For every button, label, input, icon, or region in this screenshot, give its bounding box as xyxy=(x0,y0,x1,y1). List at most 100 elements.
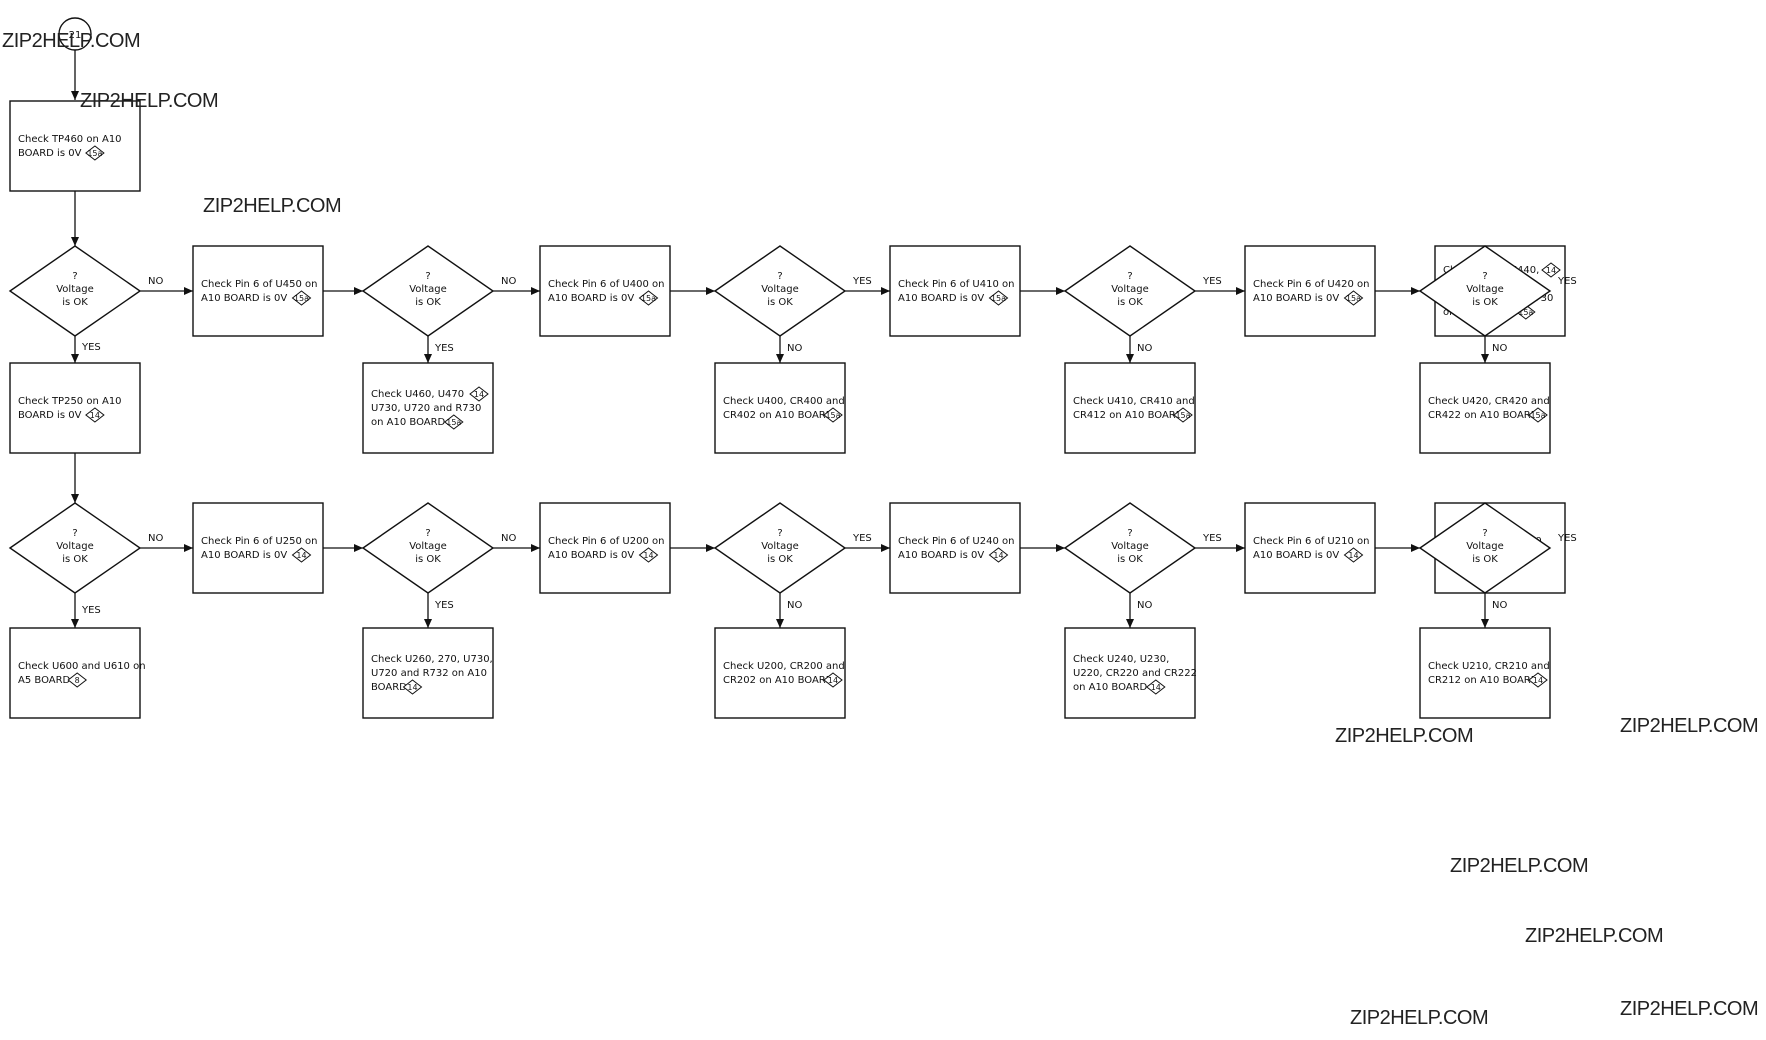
box-text-line: CR212 on A10 BOARD xyxy=(1428,675,1539,686)
watermark-text: ZIP2HELP.COM xyxy=(80,90,219,112)
svg-text:15a: 15a xyxy=(87,149,102,158)
reference-badge: 15a xyxy=(638,290,659,306)
decision-text: ? xyxy=(1482,528,1487,539)
decision-text: is OK xyxy=(415,554,441,565)
box-text-line: A10 BOARD is 0V xyxy=(898,550,984,561)
decision-text: is OK xyxy=(767,297,793,308)
svg-text:8: 8 xyxy=(75,676,80,685)
watermark-text: ZIP2HELP.COM xyxy=(1525,925,1664,947)
box-text-line: Check Pin 6 of U410 on xyxy=(898,279,1014,290)
decision-text: is OK xyxy=(1117,554,1143,565)
edge-label: YES xyxy=(1557,533,1577,544)
decision-text: ? xyxy=(72,271,77,282)
box-text-line: Check U200, CR200 and xyxy=(723,661,845,672)
box-text-line: Check Pin 6 of U210 on xyxy=(1253,536,1369,547)
watermark-text: ZIP2HELP.COM xyxy=(1450,855,1589,877)
decision-text: Voltage xyxy=(409,541,447,552)
svg-text:15a: 15a xyxy=(1175,411,1190,420)
svg-text:14: 14 xyxy=(1546,266,1556,275)
box-text-line: Check U600 and U610 on xyxy=(18,661,146,672)
edge-label: YES xyxy=(434,343,454,354)
flowchart-box: Check Pin 6 of U450 on A10 BOARD is 0V 15a xyxy=(192,245,324,337)
box-text-line: A10 BOARD is 0V xyxy=(201,550,287,561)
box-text-line: Check U210, CR210 and xyxy=(1428,661,1550,672)
edge-label: YES xyxy=(434,600,454,611)
box-text-line: Check TP460 on A10 xyxy=(18,134,122,145)
box-text-line: Check U460, U470 xyxy=(371,389,464,400)
edge-label: YES xyxy=(81,342,101,353)
svg-text:14: 14 xyxy=(643,551,653,560)
reference-badge: 15a xyxy=(1343,290,1364,306)
decision-text: is OK xyxy=(1472,297,1498,308)
reference-badge: 14 xyxy=(469,386,489,402)
svg-text:15a: 15a xyxy=(1530,411,1545,420)
edge-label: NO xyxy=(148,276,163,287)
decision-text: is OK xyxy=(1472,554,1498,565)
reference-badge: 15a xyxy=(291,290,312,306)
reference-badge: 8 xyxy=(67,672,88,688)
reference-badge: 15a xyxy=(988,290,1009,306)
svg-text:14: 14 xyxy=(1151,683,1161,692)
svg-text:14: 14 xyxy=(1348,551,1358,560)
watermark-text: ZIP2HELP.COM xyxy=(203,195,342,217)
box-text-line: Check U420, CR420 and xyxy=(1428,396,1550,407)
box-text-line: A10 BOARD is 0V xyxy=(548,550,634,561)
box-text-line: Check U260, 270, U730, xyxy=(371,654,493,665)
decision-text: Voltage xyxy=(1466,284,1504,295)
svg-text:15a: 15a xyxy=(446,418,461,427)
box-text-line: U720 and R732 on A10 xyxy=(371,668,487,679)
box-text-line: CR412 on A10 BOARD xyxy=(1073,410,1184,421)
edge-label: NO xyxy=(787,343,802,354)
edge-label: NO xyxy=(787,600,802,611)
svg-text:14: 14 xyxy=(828,676,838,685)
watermark-text: ZIP2HELP.COM xyxy=(2,30,141,52)
box-text-line: Check Pin 6 of U400 on xyxy=(548,279,664,290)
decision-text: Voltage xyxy=(761,541,799,552)
decision-text: Voltage xyxy=(409,284,447,295)
svg-text:14: 14 xyxy=(90,411,100,420)
decision-text: ? xyxy=(1127,271,1132,282)
box-text-line: U220, CR220 and CR222 xyxy=(1073,668,1197,679)
svg-text:15a: 15a xyxy=(641,294,656,303)
box-text-line: A5 BOARD xyxy=(18,675,71,686)
box-text-line: CR202 on A10 BOARD xyxy=(723,675,834,686)
box-text-line: Check U240, U230, xyxy=(1073,654,1169,665)
box-text-line: A10 BOARD is 0V xyxy=(1253,293,1339,304)
box-text-line: A10 BOARD is 0V xyxy=(201,293,287,304)
box-text-line: CR422 on A10 BOARD xyxy=(1428,410,1539,421)
edge-label: YES xyxy=(852,276,872,287)
watermark-text: ZIP2HELP.COM xyxy=(1350,1007,1489,1029)
edge-label: NO xyxy=(1492,343,1507,354)
box-text-line: BOARD is 0V xyxy=(18,410,82,421)
svg-text:14: 14 xyxy=(993,551,1003,560)
edge-label: NO xyxy=(148,533,163,544)
decision-text: Voltage xyxy=(1111,284,1149,295)
box-text-line: BOARD xyxy=(371,682,407,693)
svg-text:21: 21 xyxy=(69,30,82,41)
reference-badge: 15a xyxy=(443,414,464,430)
decision-text: Voltage xyxy=(1111,541,1149,552)
box-text-line: Check U400, CR400 and xyxy=(723,396,845,407)
box-text-line: Check Pin 6 of U450 on xyxy=(201,279,317,290)
box-text-line: CR402 on A10 BOARD xyxy=(723,410,834,421)
svg-text:15a: 15a xyxy=(1518,308,1533,317)
decision-text: is OK xyxy=(62,297,88,308)
box-text-line: on A10 BOARD xyxy=(371,417,446,428)
reference-badge: 14 xyxy=(1528,672,1548,688)
